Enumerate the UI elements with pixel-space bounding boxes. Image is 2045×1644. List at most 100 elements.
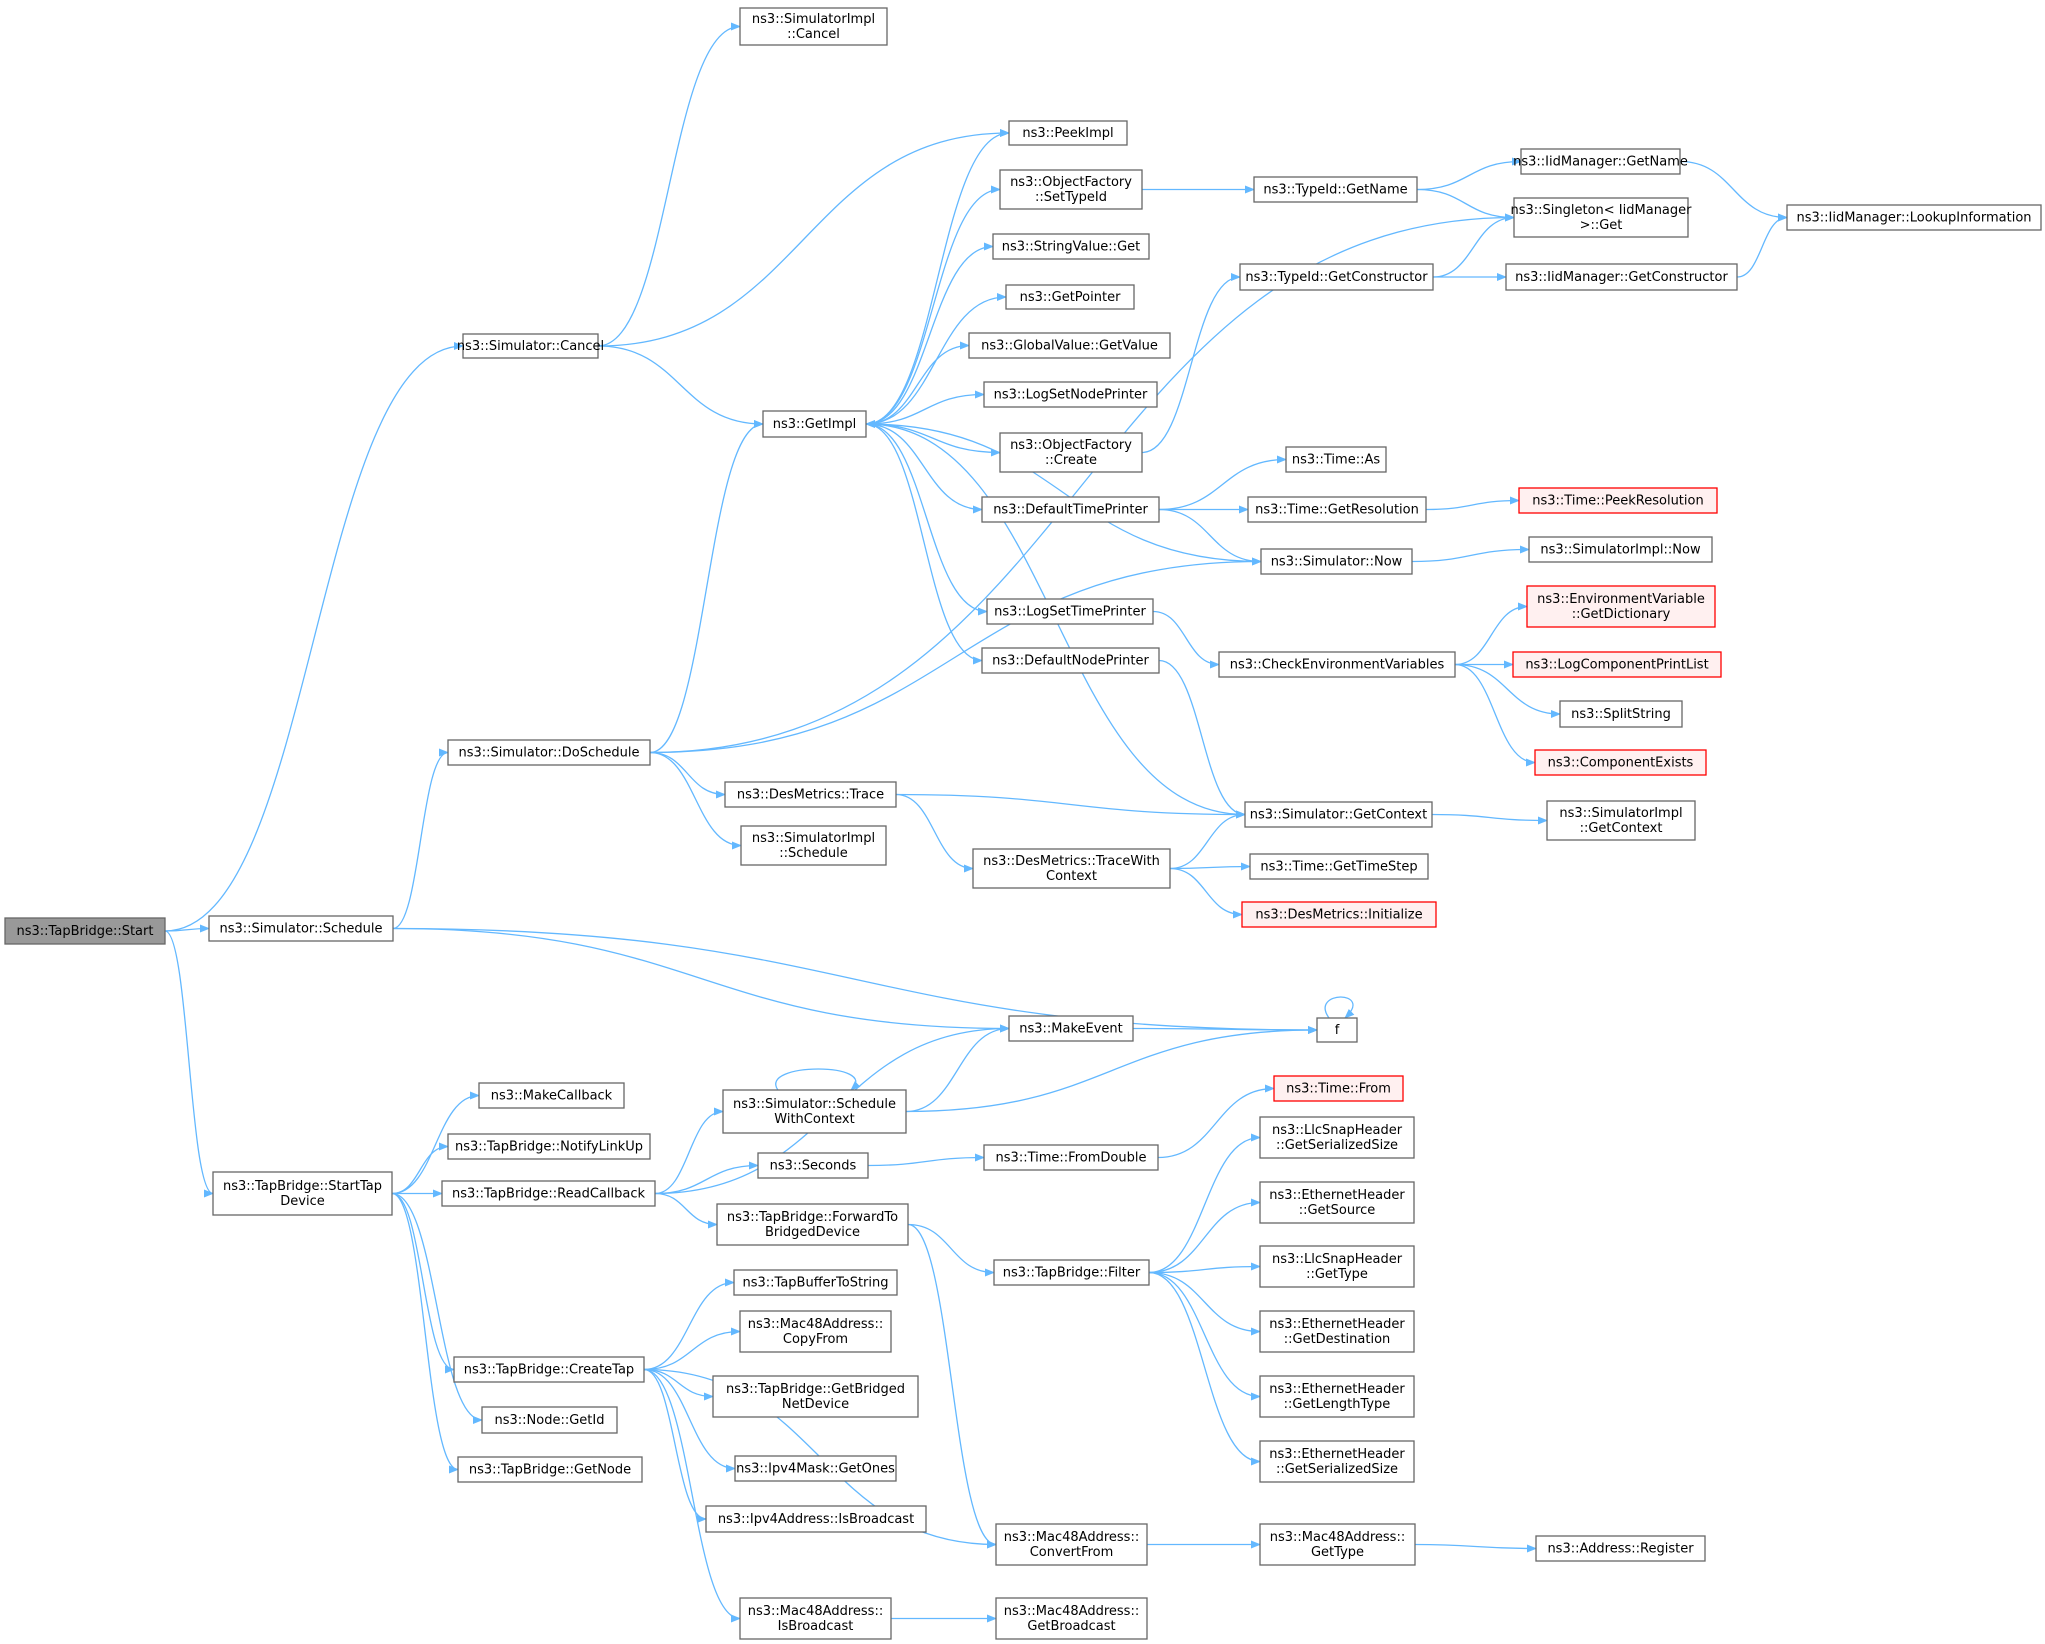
node-desInitialize[interactable]: ns3::DesMetrics::Initialize — [1241, 901, 1437, 928]
node-ipv4MaskGetOnes[interactable]: ns3::Ipv4Mask::GetOnes — [734, 1455, 897, 1482]
node-box[interactable] — [981, 647, 1160, 674]
node-simImplNow[interactable]: ns3::SimulatorImpl::Now — [1528, 536, 1713, 563]
node-box[interactable] — [981, 496, 1160, 523]
node-box[interactable] — [447, 1133, 651, 1160]
node-box[interactable] — [999, 432, 1143, 473]
node-logCompPrintList[interactable]: ns3::LogComponentPrintList — [1512, 651, 1722, 678]
node-ethGetSerSize[interactable]: ns3::EthernetHeader::GetSerializedSize — [1259, 1440, 1415, 1483]
node-peekImpl[interactable]: ns3::PeekImpl — [1008, 120, 1128, 146]
node-box[interactable] — [481, 1406, 618, 1434]
node-iidLookup[interactable]: ns3::IidManager::LookupInformation — [1786, 204, 2042, 231]
node-notifyLinkUp[interactable]: ns3::TapBridge::NotifyLinkUp — [447, 1133, 651, 1160]
node-box[interactable] — [1512, 651, 1722, 678]
node-box[interactable] — [757, 1152, 869, 1179]
node-box[interactable] — [986, 598, 1154, 625]
node-globalValueGetValue[interactable]: ns3::GlobalValue::GetValue — [968, 332, 1171, 359]
node-box[interactable] — [724, 781, 897, 808]
node-box[interactable] — [1244, 801, 1433, 828]
node-iidGetName[interactable]: ns3::IidManager::GetName — [1513, 148, 1688, 175]
node-macConvertFrom[interactable]: ns3::Mac48Address::ConvertFrom — [995, 1523, 1148, 1566]
node-box[interactable] — [462, 333, 599, 359]
node-stringValueGet[interactable]: ns3::StringValue::Get — [992, 233, 1150, 260]
node-box[interactable] — [1520, 148, 1681, 175]
node-makeEvent[interactable]: ns3::MakeEvent — [1008, 1015, 1134, 1042]
node-createTap[interactable]: ns3::TapBridge::CreateTap — [453, 1356, 645, 1383]
node-box[interactable] — [1273, 1075, 1404, 1102]
node-box[interactable] — [1008, 1015, 1134, 1042]
node-timeGetTimeStep[interactable]: ns3::Time::GetTimeStep — [1249, 853, 1429, 880]
node-timeFrom[interactable]: ns3::Time::From — [1273, 1075, 1404, 1102]
node-box[interactable] — [983, 381, 1158, 408]
node-envGetDict[interactable]: ns3::EnvironmentVariable::GetDictionary — [1526, 585, 1716, 628]
node-box[interactable] — [734, 1455, 897, 1482]
node-ofSetTypeId[interactable]: ns3::ObjectFactory::SetTypeId — [999, 169, 1143, 210]
node-box[interactable] — [739, 1310, 892, 1353]
node-timeFromDouble[interactable]: ns3::Time::FromDouble — [983, 1144, 1159, 1171]
node-box[interactable] — [1241, 901, 1437, 928]
node-simImplSchedule[interactable]: ns3::SimulatorImpl::Schedule — [740, 825, 887, 866]
node-box[interactable] — [733, 1269, 898, 1296]
node-ethGetSource[interactable]: ns3::EthernetHeader::GetSource — [1259, 1181, 1415, 1224]
node-box[interactable] — [1260, 548, 1413, 575]
node-defaultTimePrinter[interactable]: ns3::DefaultTimePrinter — [981, 496, 1160, 523]
node-box[interactable] — [1546, 800, 1696, 841]
node-box[interactable] — [1786, 204, 2042, 231]
node-box[interactable] — [712, 1375, 919, 1418]
node-macGetBroadcast[interactable]: ns3::Mac48Address::GetBroadcast — [995, 1597, 1148, 1640]
node-box[interactable] — [447, 739, 651, 766]
node-box[interactable] — [1513, 197, 1689, 238]
node-simGetContext[interactable]: ns3::Simulator::GetContext — [1244, 801, 1433, 828]
node-typeIdGetName[interactable]: ns3::TypeId::GetName — [1253, 176, 1418, 203]
node-box[interactable] — [441, 1180, 656, 1207]
node-box[interactable] — [1239, 263, 1434, 291]
node-splitString[interactable]: ns3::SplitString — [1559, 700, 1683, 728]
node-box[interactable] — [1008, 120, 1128, 146]
node-box[interactable] — [1259, 1181, 1415, 1224]
node-ofCreate[interactable]: ns3::ObjectFactory::Create — [999, 432, 1143, 473]
node-box[interactable] — [739, 1597, 892, 1640]
node-start[interactable]: ns3::TapBridge::Start — [4, 917, 166, 945]
node-simDoSchedule[interactable]: ns3::Simulator::DoSchedule — [447, 739, 651, 766]
node-box[interactable] — [992, 233, 1150, 260]
node-seconds[interactable]: ns3::Seconds — [757, 1152, 869, 1179]
node-tapGetNode[interactable]: ns3::TapBridge::GetNode — [457, 1456, 643, 1483]
node-box[interactable] — [1259, 1440, 1415, 1483]
node-simSchedule[interactable]: ns3::Simulator::Schedule — [208, 915, 394, 942]
node-macCopyFrom[interactable]: ns3::Mac48Address::CopyFrom — [739, 1310, 892, 1353]
node-timeGetResolution[interactable]: ns3::Time::GetResolution — [1247, 496, 1427, 523]
node-macIsBroadcast[interactable]: ns3::Mac48Address::IsBroadcast — [739, 1597, 892, 1640]
node-timePeekResolution[interactable]: ns3::Time::PeekResolution — [1518, 487, 1718, 514]
node-macGetType[interactable]: ns3::Mac48Address::GetType — [1259, 1523, 1416, 1566]
node-f[interactable]: f — [1316, 1017, 1358, 1043]
node-simImplCancel[interactable]: ns3::SimulatorImpl::Cancel — [739, 7, 888, 46]
node-box[interactable] — [995, 1597, 1148, 1640]
node-box[interactable] — [453, 1356, 645, 1383]
node-box[interactable] — [457, 1456, 643, 1483]
node-simImplGetContext[interactable]: ns3::SimulatorImpl::GetContext — [1546, 800, 1696, 841]
node-nodeGetId[interactable]: ns3::Node::GetId — [481, 1406, 618, 1434]
node-box[interactable] — [722, 1089, 907, 1134]
node-box[interactable] — [1218, 651, 1456, 678]
node-box[interactable] — [995, 1523, 1148, 1566]
node-box[interactable] — [1249, 853, 1429, 880]
node-typeIdGetCtor[interactable]: ns3::TypeId::GetConstructor — [1239, 263, 1434, 291]
node-box[interactable] — [208, 915, 394, 942]
node-box[interactable] — [983, 1144, 1159, 1171]
node-box[interactable] — [968, 332, 1171, 359]
node-box[interactable] — [1285, 446, 1387, 473]
node-singletonGet[interactable]: ns3::Singleton< IidManager>::Get — [1510, 197, 1692, 238]
node-filter[interactable]: ns3::TapBridge::Filter — [993, 1259, 1150, 1286]
node-getImpl[interactable]: ns3::GetImpl — [762, 410, 867, 438]
node-box[interactable] — [739, 7, 888, 46]
node-box[interactable] — [1259, 1523, 1416, 1566]
node-timeAs[interactable]: ns3::Time::As — [1285, 446, 1387, 473]
node-box[interactable] — [999, 169, 1143, 210]
node-box[interactable] — [1534, 749, 1707, 776]
node-simCancel[interactable]: ns3::Simulator::Cancel — [457, 333, 604, 359]
node-ipv4IsBroadcast[interactable]: ns3::Ipv4Address::IsBroadcast — [705, 1505, 927, 1533]
node-box[interactable] — [1259, 1116, 1415, 1159]
